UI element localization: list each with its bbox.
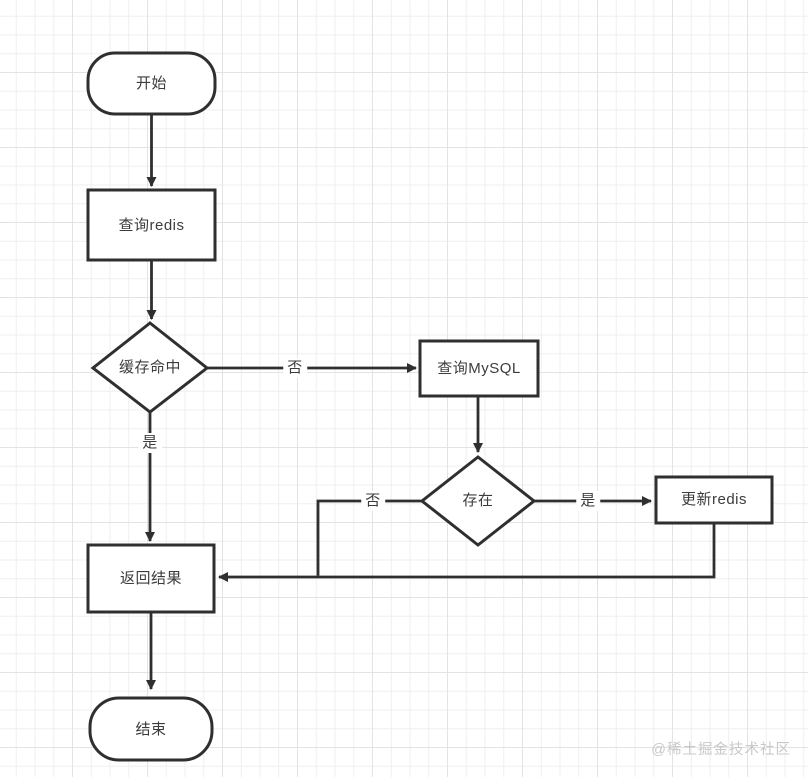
- node-exists-decision: [419, 455, 537, 547]
- node-label-query-mysql: 查询MySQL: [437, 360, 521, 377]
- node-label-update-redis: 更新redis: [680, 491, 748, 508]
- edge-label-exists-yes: 是: [576, 491, 600, 511]
- node-end-terminator: [88, 696, 214, 762]
- node-label-query-redis: 查询redis: [118, 217, 185, 234]
- node-label-cache-hit: 缓存命中: [118, 359, 182, 376]
- node-update-redis-process: [654, 475, 774, 525]
- node-label-end: 结束: [135, 721, 167, 738]
- node-return-result-process: [86, 543, 216, 614]
- edge-label-cache-hit-yes: 是: [138, 433, 162, 453]
- node-label-start: 开始: [135, 75, 168, 92]
- node-query-mysql-process: [418, 339, 540, 398]
- edge-update-redis-to-return-result: [218, 523, 716, 582]
- edge-label-cache-hit-no: 否: [283, 358, 307, 378]
- node-start-terminator: [86, 51, 217, 116]
- community-watermark: @稀土掘金技术社区: [651, 742, 791, 758]
- node-label-exists: 存在: [462, 492, 494, 509]
- node-label-return-result: 返回结果: [119, 570, 183, 587]
- edge-label-exists-no: 否: [361, 491, 385, 511]
- node-query-redis-process: [86, 188, 217, 262]
- node-cache-hit-decision: [90, 321, 210, 414]
- edge-exists-no-to-return-result: [316, 499, 422, 576]
